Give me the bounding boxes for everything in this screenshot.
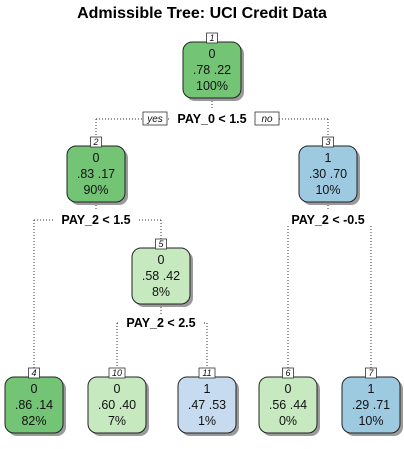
node-id-box bbox=[108, 367, 126, 379]
node-id-box bbox=[28, 367, 40, 379]
node-class-label: 0 bbox=[158, 253, 165, 267]
node-class-label: 1 bbox=[325, 151, 332, 165]
yes-tag: yes bbox=[142, 111, 168, 126]
node-class-label: 0 bbox=[93, 151, 100, 165]
tree-node: 2 0 .83 .17 90% bbox=[66, 136, 128, 205]
tree-node: 1 0 .78 .22 100% bbox=[182, 32, 244, 101]
node-percent: 8% bbox=[152, 285, 170, 299]
tree-node: 111.47 .531% bbox=[177, 367, 239, 436]
split-label: PAY_2 < 1.5 bbox=[61, 213, 130, 227]
node-class-label: 1 bbox=[368, 382, 375, 396]
node-id: 6 bbox=[285, 368, 290, 378]
node-id: 10 bbox=[112, 368, 122, 378]
node-id-box bbox=[198, 367, 216, 379]
node-id: 3 bbox=[325, 137, 330, 147]
node-probs: .86 .14 bbox=[15, 398, 53, 412]
branch-tag-text: yes bbox=[146, 114, 163, 125]
no-tag: no bbox=[254, 111, 280, 126]
node-probs: .47 .53 bbox=[188, 398, 226, 412]
node-id-box bbox=[155, 238, 167, 250]
node-percent: 100% bbox=[196, 79, 228, 93]
node-class-label: 0 bbox=[114, 382, 121, 396]
node-id-box bbox=[282, 367, 294, 379]
branch-tag-box bbox=[254, 111, 280, 126]
node-id-box bbox=[206, 32, 218, 44]
node-class-label: 0 bbox=[285, 382, 292, 396]
node-class-label: 1 bbox=[204, 382, 211, 396]
node-class-label: 0 bbox=[209, 47, 216, 61]
split-label: PAY_2 < 2.5 bbox=[126, 316, 195, 330]
node-id: 2 bbox=[92, 137, 98, 147]
node-probs: .29 .71 bbox=[352, 398, 390, 412]
tree-node: 7 1 .29 .71 10% bbox=[341, 367, 403, 436]
branch-tag-text: no bbox=[261, 114, 273, 125]
node-percent: 10% bbox=[315, 183, 340, 197]
node-probs: .56 .44 bbox=[269, 398, 307, 412]
node-percent: 90% bbox=[83, 183, 108, 197]
node-id: 1 bbox=[209, 33, 214, 43]
split-label-bg bbox=[53, 211, 139, 226]
node-percent: 10% bbox=[358, 414, 383, 428]
branch-tag-box bbox=[142, 111, 168, 126]
node-id: 7 bbox=[368, 368, 374, 378]
node-percent: 82% bbox=[21, 414, 46, 428]
node-id: 11 bbox=[202, 368, 211, 378]
node-percent: 0% bbox=[279, 414, 297, 428]
node-id-box bbox=[365, 367, 377, 379]
split-label: PAY_0 < 1.5 bbox=[177, 112, 246, 126]
split-label-bg bbox=[169, 110, 255, 125]
node-id-box bbox=[90, 136, 102, 148]
tree-node: 4 0 .86 .14 82% bbox=[4, 367, 66, 436]
node-probs: .60 .40 bbox=[98, 398, 136, 412]
node-probs: .83 .17 bbox=[77, 167, 115, 181]
node-id: 5 bbox=[158, 239, 164, 249]
node-percent: 7% bbox=[108, 414, 126, 428]
node-id: 4 bbox=[31, 368, 36, 378]
node-class-label: 0 bbox=[31, 382, 38, 396]
tree-node: 6 0 .56 .44 0% bbox=[258, 367, 320, 436]
split-label-bg bbox=[118, 314, 204, 329]
node-id-box bbox=[322, 136, 334, 148]
split-label: PAY_2 < -0.5 bbox=[291, 213, 364, 227]
node-percent: 1% bbox=[198, 414, 216, 428]
tree-node: 3 1 .30 .70 10% bbox=[298, 136, 360, 205]
split-label-bg bbox=[281, 211, 375, 226]
tree-node: 5 0 .58 .42 8% bbox=[131, 238, 193, 307]
node-probs: .78 .22 bbox=[193, 63, 231, 77]
diagram-title: Admissible Tree: UCI Credit Data bbox=[77, 5, 327, 22]
node-probs: .30 .70 bbox=[309, 167, 347, 181]
node-probs: .58 .42 bbox=[142, 269, 180, 283]
tree-node: 10 0 .60 .40 7% bbox=[87, 367, 149, 436]
